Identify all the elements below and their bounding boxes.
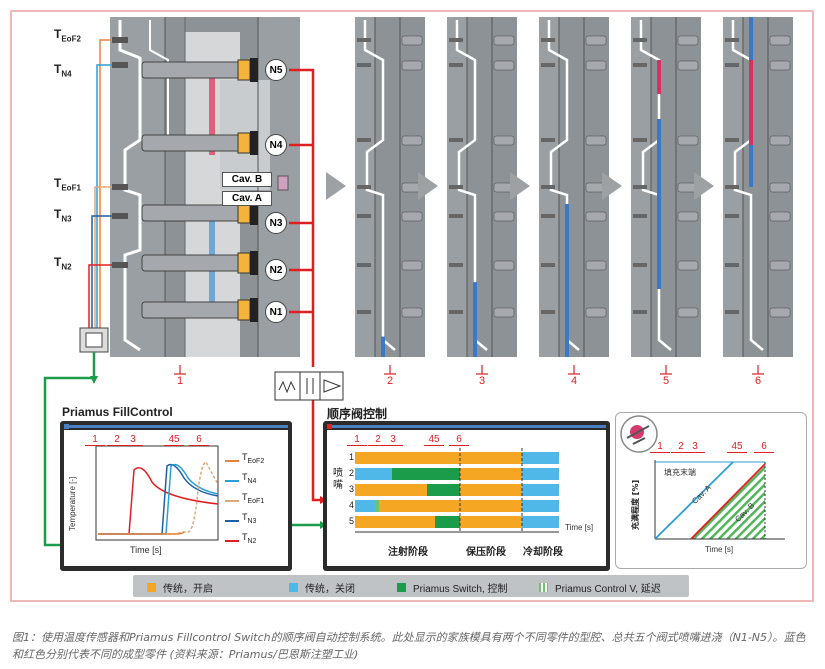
nozzle-n1: N1 xyxy=(265,301,287,323)
sequence-bar-row2-seg4 xyxy=(522,468,559,480)
sequence-bar-row3-seg1 xyxy=(355,484,427,496)
figure-caption: 图1：使用温度传感器和Priamus Fillcontrol Switch的顺序… xyxy=(12,631,806,661)
fillcontrol-title: Priamus FillControl xyxy=(62,405,173,419)
fc-legend-label-n4: TN4 xyxy=(242,472,257,485)
sequence-row-label-5: 5 xyxy=(348,516,354,526)
phase-injection: 注射阶段 xyxy=(388,547,428,558)
fc-legend-label-n2: TN2 xyxy=(242,532,257,545)
swatch-orange xyxy=(147,583,156,592)
stage-arrows xyxy=(326,172,714,200)
sensor-label-n2: TN2 xyxy=(54,255,72,272)
sequence-stage-mark-45: 45 xyxy=(424,434,444,446)
sequence-bar-row5-seg2 xyxy=(435,516,460,528)
legend-item-closed: 传统，关闭 xyxy=(289,580,355,595)
swatch-blue xyxy=(289,583,298,592)
fc-legend-label-n3: TN3 xyxy=(242,512,257,525)
sensor-label-eof1: TEoF1 xyxy=(54,176,81,193)
sequence-bar-row5-seg4 xyxy=(522,516,559,528)
filling-stage-mark-6: 6 xyxy=(754,441,774,453)
sensor-label-eof2: TEoF2 xyxy=(54,27,81,44)
sequence-bar-row2-seg1 xyxy=(355,468,392,480)
filling-stage-mark-3: 3 xyxy=(685,441,705,453)
cavity-label-b: Cav. B xyxy=(222,172,272,187)
legend-item-switch: Priamus Switch, 控制 xyxy=(397,580,507,595)
fc-legend-swatch-n2 xyxy=(225,540,239,542)
sequence-bar-row5-seg3 xyxy=(460,516,522,528)
mold-large xyxy=(110,17,300,357)
fillcontrol-xlabel: Time [s] xyxy=(130,545,162,555)
mold-stages xyxy=(355,17,793,375)
sequence-bar-row5-seg1 xyxy=(355,516,435,528)
sequence-stage-mark-1: 1 xyxy=(347,434,367,446)
fc-legend-swatch-n3 xyxy=(225,520,239,522)
fillcontrol-stage-mark-1: 1 xyxy=(85,434,105,446)
fillcontrol-stage-mark-3: 3 xyxy=(123,434,143,446)
stage-number-3: 3 xyxy=(478,375,486,387)
sequence-bar-row2-seg2 xyxy=(392,468,460,480)
stage-number-2: 2 xyxy=(386,375,394,387)
sequence-row-label-4: 4 xyxy=(348,500,354,510)
sequence-xlabel: Time [s] xyxy=(565,523,594,532)
stage-number-1: 1 xyxy=(176,375,184,387)
sequence-ylabel: 喷嘴 xyxy=(333,468,343,491)
sequence-chart xyxy=(327,430,606,566)
sequence-row-label-2: 2 xyxy=(348,468,354,478)
stage-number-5: 5 xyxy=(662,375,670,387)
color-legend: 传统，开启 传统，关闭 Priamus Switch, 控制 Priamus C… xyxy=(133,575,689,597)
sensor-cables xyxy=(88,39,112,330)
phase-cooling: 冷却阶段 xyxy=(523,547,563,558)
swatch-hatched xyxy=(539,583,548,592)
filling-stage-mark-2: 2 xyxy=(671,441,691,453)
sequence-bar-row4-seg4 xyxy=(522,500,559,512)
nozzle-n5: N5 xyxy=(265,59,287,81)
fillcontrol-ylabel: Temperature [-] xyxy=(68,476,77,531)
sequence-bar-row2-seg3 xyxy=(460,468,522,480)
sequence-stage-mark-2: 2 xyxy=(368,434,388,446)
fc-legend-swatch-eof1 xyxy=(225,500,239,502)
fillcontrol-chart xyxy=(64,430,288,566)
swatch-green xyxy=(397,583,406,592)
sensor-label-n4: TN4 xyxy=(54,62,72,79)
legend-item-open: 传统，开启 xyxy=(147,580,213,595)
sequence-bar-row1-seg2 xyxy=(522,452,559,464)
sequence-row-label-1: 1 xyxy=(348,452,354,462)
valve-symbol xyxy=(274,371,344,401)
nozzle-n2: N2 xyxy=(265,259,287,281)
fc-legend-swatch-eof2 xyxy=(225,460,239,462)
sequence-stage-mark-3: 3 xyxy=(383,434,403,446)
filling-xlabel: Time [s] xyxy=(705,545,734,554)
sequence-row-label-3: 3 xyxy=(348,484,354,494)
filling-end-label: 填充末端 xyxy=(664,468,696,477)
sensor-label-n3: TN3 xyxy=(54,207,72,224)
fillcontrol-stage-mark-45: 45 xyxy=(164,434,184,446)
filling-chart xyxy=(620,415,785,540)
stage-number-4: 4 xyxy=(570,375,578,387)
signal-line xyxy=(43,352,96,547)
fc-legend-swatch-n4 xyxy=(225,480,239,482)
sequence-bar-row1-seg1 xyxy=(355,452,522,464)
fillcontrol-stage-mark-2: 2 xyxy=(107,434,127,446)
sequence-bar-row4-seg2 xyxy=(375,500,379,512)
sequence-bar-row3-seg2 xyxy=(427,484,460,496)
sequence-bar-row3-seg3 xyxy=(460,484,522,496)
sequence-stage-mark-6: 6 xyxy=(449,434,469,446)
filling-stage-mark-45: 45 xyxy=(727,441,747,453)
fc-legend-label-eof2: TEoF2 xyxy=(242,452,265,465)
filling-ylabel: 充满程度 [%] xyxy=(631,479,640,530)
fillcontrol-stage-mark-6: 6 xyxy=(189,434,209,446)
stage-number-6: 6 xyxy=(754,375,762,387)
cavity-label-a: Cav. A xyxy=(222,191,272,206)
sequence-bar-row3-seg4 xyxy=(522,484,559,496)
phase-holding: 保压阶段 xyxy=(466,547,506,558)
nozzle-n4: N4 xyxy=(265,134,287,156)
sequence-bar-row4-seg3 xyxy=(379,500,522,512)
sequence-bar-row4-seg1 xyxy=(355,500,375,512)
legend-item-delay: Priamus Control V, 延迟 xyxy=(539,580,661,595)
filling-stage-mark-1: 1 xyxy=(650,441,670,453)
fc-legend-label-eof1: TEoF1 xyxy=(242,492,265,505)
sequence-title: 顺序阀控制 xyxy=(327,407,388,421)
nozzle-n3: N3 xyxy=(265,212,287,234)
